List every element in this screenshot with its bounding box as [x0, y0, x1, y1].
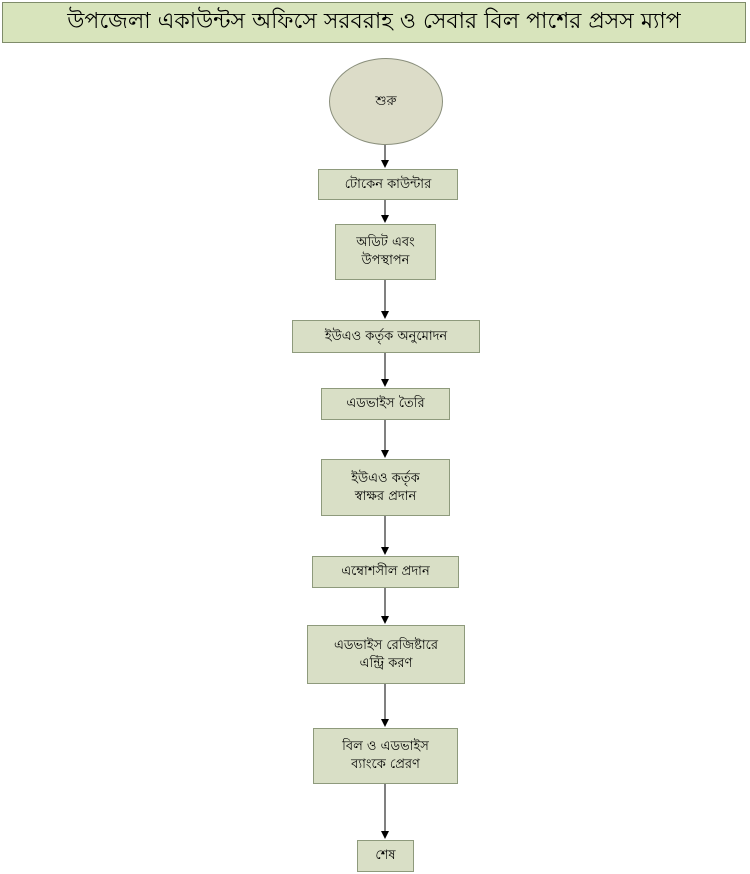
end-label: শেষ [375, 848, 396, 863]
step-uao-approval: ইউএও কর্তৃক অনুমোদন [292, 320, 480, 353]
step-advice-register-entry: এডভাইস রেজিষ্টারে এন্ট্রি করণ [307, 625, 465, 684]
step-label: অডিট এবং উপস্থাপন [356, 235, 415, 268]
step-label: এডভাইস রেজিষ্টারে এন্ট্রি করণ [333, 637, 439, 671]
step-audit-presentation: অডিট এবং উপস্থাপন [335, 224, 436, 280]
start-label: শুরু [375, 93, 397, 109]
page-title: উপজেলা একাউন্টস অফিসে সরবরাহ ও সেবার বিল… [2, 2, 746, 43]
step-uao-signature: ইউএও কর্তৃক স্বাক্ষর প্রদান [321, 459, 450, 516]
step-label: ইউএও কর্তৃক অনুমোদন [324, 328, 448, 344]
step-advice-prepare: এডভাইস তৈরি [321, 388, 450, 420]
step-label: ইউএও কর্তৃক স্বাক্ষর প্রদান [351, 470, 420, 504]
step-send-to-bank: বিল ও এডভাইস ব্যাংকে প্রেরণ [313, 728, 458, 784]
end-node: শেষ [357, 840, 414, 872]
step-emboss-seal: এম্বোশসীল প্রদান [312, 556, 459, 588]
step-token-counter: টোকেন কাউন্টার [318, 169, 458, 200]
step-label: বিল ও এডভাইস ব্যাংকে প্রেরণ [342, 739, 429, 772]
step-label: এডভাইস তৈরি [346, 396, 425, 411]
start-node: শুরু [329, 58, 443, 145]
step-label: টোকেন কাউন্টার [344, 176, 432, 192]
step-label: এম্বোশসীল প্রদান [341, 564, 430, 579]
